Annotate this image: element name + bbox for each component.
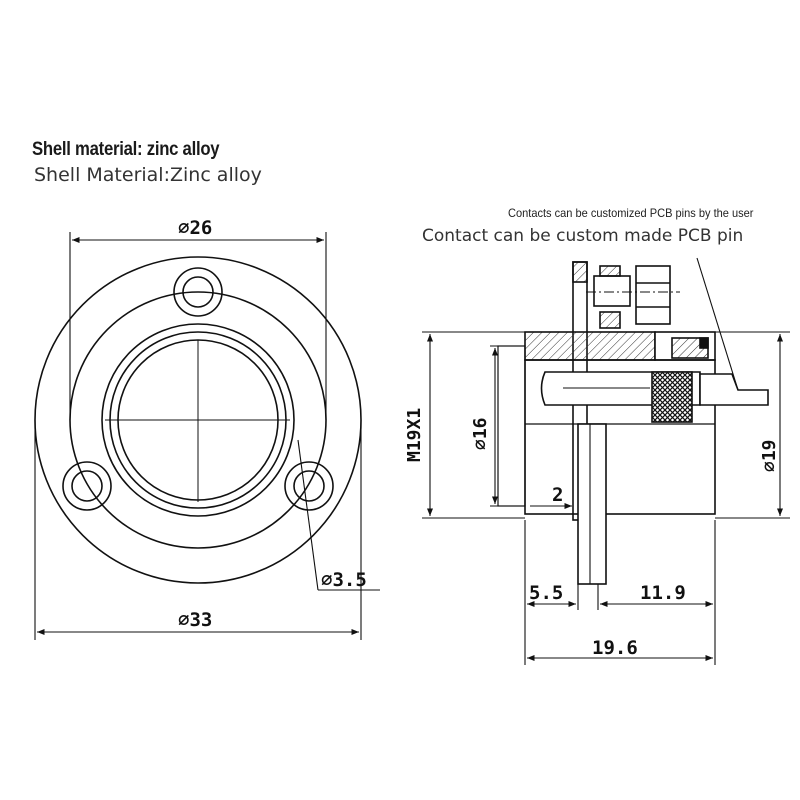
label-5-5: 5.5 — [529, 582, 563, 604]
hex-nut — [635, 265, 671, 325]
label-dia-16: ⌀16 — [470, 417, 491, 450]
front-view — [34, 256, 362, 584]
leader-3-5 — [297, 439, 319, 591]
label-dia-26: ⌀26 — [178, 217, 212, 239]
label-m19x1: M19X1 — [404, 408, 425, 462]
front-view-dimensions — [34, 232, 380, 640]
knurl-band — [651, 371, 693, 423]
label-dia-33: ⌀33 — [178, 609, 212, 631]
side-view — [497, 257, 769, 585]
mount-hole-left — [62, 461, 112, 511]
solder-tab — [699, 373, 769, 406]
screw-head — [593, 275, 631, 307]
shell-material-title: Shell material: zinc alloy — [32, 139, 220, 160]
mount-hole-right — [284, 461, 334, 511]
label-gap-2: 2 — [552, 484, 563, 506]
label-11-9: 11.9 — [640, 582, 686, 604]
barrel-top-wall — [524, 331, 656, 361]
contact-note-english: Contact can be custom made PCB pin — [422, 226, 744, 246]
thread-nose — [497, 345, 526, 507]
pcb-pin — [577, 423, 607, 585]
body-outer-circle — [101, 323, 295, 517]
shell-material-subtitle: Shell Material:Zinc alloy — [34, 164, 262, 186]
label-dia-3-5: ⌀3.5 — [321, 569, 367, 591]
label-19-6: 19.6 — [592, 637, 638, 659]
contact-note: Contacts can be customized PCB pins by t… — [508, 206, 754, 220]
label-dia-19: ⌀19 — [759, 439, 780, 472]
mount-hole-top — [173, 267, 223, 317]
side-view-dimensions — [422, 331, 790, 665]
